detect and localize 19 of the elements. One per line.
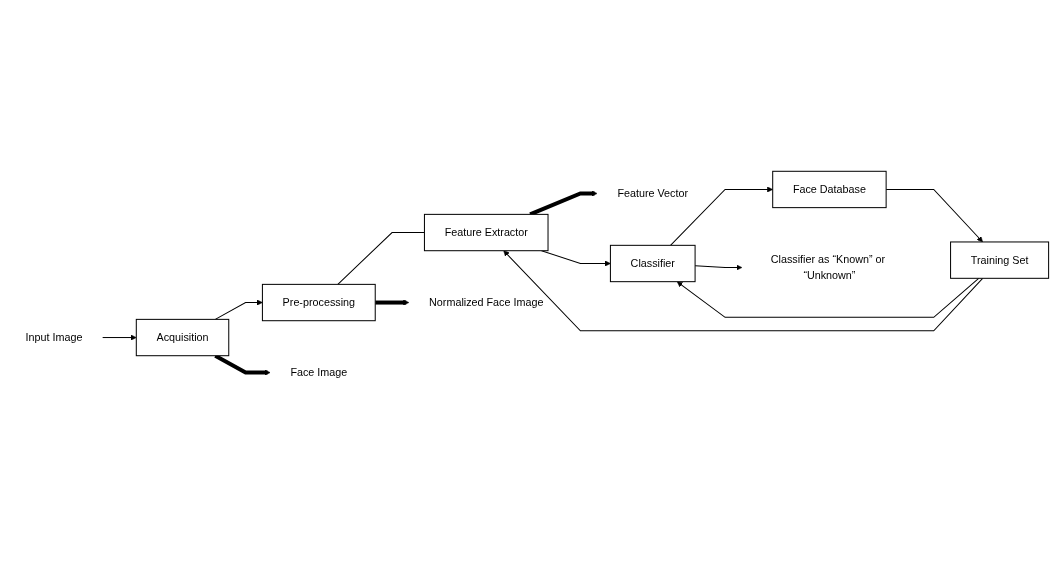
arrow <box>375 299 410 306</box>
node-text: Input Image <box>25 331 83 343</box>
node-box: Training Set <box>950 241 1050 279</box>
connector <box>337 232 425 285</box>
node-box: Acquisition <box>135 318 230 357</box>
node-box: Pre-processing <box>261 283 376 322</box>
arrow <box>541 250 611 267</box>
arrow <box>670 186 773 246</box>
node-text: Feature Vector <box>617 187 689 199</box>
node-text: Classifier as “Known” or “Unknown” <box>770 253 886 281</box>
arrow <box>676 277 980 318</box>
node-text: Face Image <box>290 366 348 378</box>
node-box: Classifier <box>609 244 696 283</box>
arrow <box>102 334 137 341</box>
arrow <box>503 250 984 332</box>
node-text: Normalized Face Image <box>429 296 544 308</box>
arrow <box>214 299 263 320</box>
node-box: Feature Extractor <box>423 213 549 252</box>
node-box: Face Database <box>772 170 887 209</box>
